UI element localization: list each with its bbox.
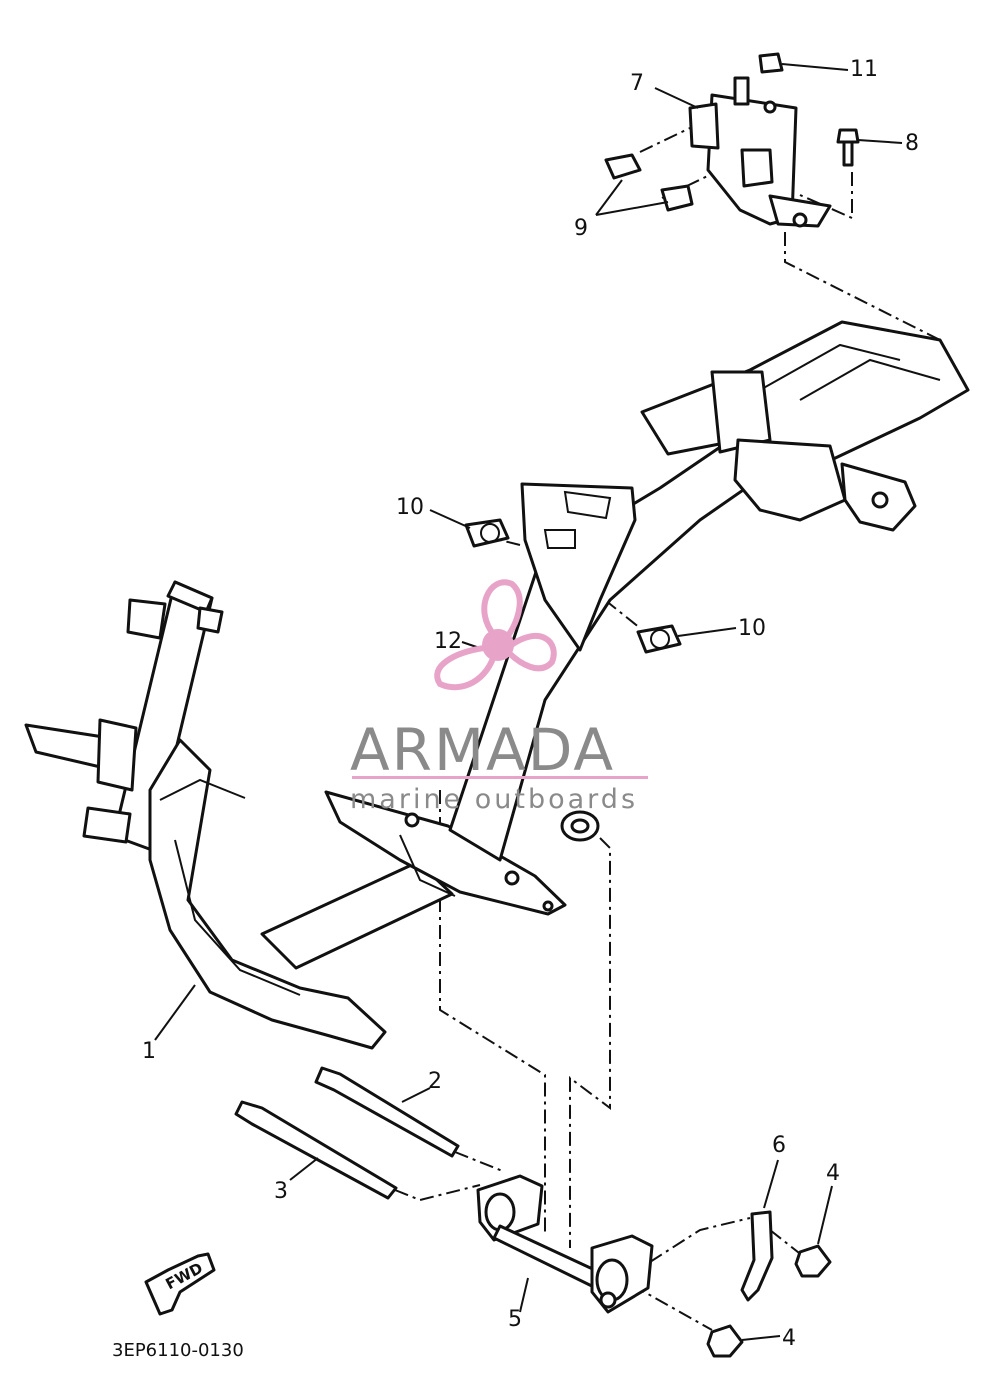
callout-2: 2	[428, 1069, 442, 1094]
callout-4-lower: 4	[782, 1326, 796, 1351]
callout-10-lower: 10	[738, 616, 766, 641]
callout-8: 8	[905, 131, 919, 156]
callout-9: 9	[574, 216, 588, 241]
callout-1: 1	[142, 1039, 156, 1064]
bolt-part	[836, 128, 860, 167]
callout-12: 12	[434, 629, 462, 654]
clip-parts	[464, 518, 682, 654]
bracket-frame	[24, 320, 970, 1050]
watermark-subtitle: marine outboards	[350, 784, 638, 815]
cap-part	[758, 52, 784, 74]
nut-parts	[706, 1244, 832, 1358]
callout-7: 7	[630, 71, 644, 96]
watermark-rule	[352, 776, 648, 779]
callout-6: 6	[772, 1133, 786, 1158]
callout-4-upper: 4	[826, 1161, 840, 1186]
callout-3: 3	[274, 1179, 288, 1204]
upper-mount-bracket	[688, 76, 832, 228]
leader-lines	[154, 63, 903, 1341]
propeller-icon	[434, 579, 557, 691]
watermark-logo: ARMADA marine outboards	[350, 579, 648, 815]
callout-labels: 7 11 8 9 10 10 12 1 2 3 6 4 5 4	[142, 57, 919, 1351]
watermark-title: ARMADA	[350, 716, 615, 784]
diagram-code: 3EP6110-0130	[112, 1340, 244, 1361]
callout-11: 11	[850, 57, 878, 82]
lower-pivot-bracket	[476, 1174, 654, 1314]
long-bolts	[234, 1066, 460, 1200]
callout-10-upper: 10	[396, 495, 424, 520]
fwd-arrow: FWD	[144, 1252, 216, 1316]
hook-plate-part	[740, 1210, 774, 1302]
callout-5: 5	[508, 1307, 522, 1332]
